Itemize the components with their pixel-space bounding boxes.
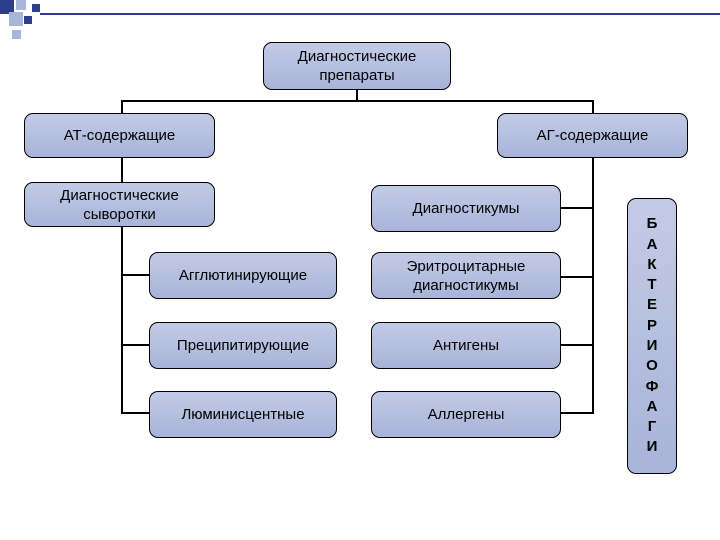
connector-line	[121, 227, 123, 414]
left-item-node: Агглютинирующие	[149, 252, 337, 299]
corner-square	[9, 12, 23, 26]
vertical-letter: Р	[646, 316, 657, 334]
connector-line	[121, 274, 149, 276]
connector-line	[121, 158, 123, 182]
right-item-node: Антигены	[371, 322, 561, 369]
left-item-node: Преципитирующие	[149, 322, 337, 369]
connector-line	[121, 100, 123, 114]
corner-square	[12, 30, 21, 39]
connector-line	[561, 207, 594, 209]
left-branch-node: АТ-содержащие	[24, 113, 215, 158]
vertical-letter: Ф	[645, 377, 659, 395]
corner-square	[0, 0, 14, 14]
vertical-letter: И	[646, 438, 658, 456]
vertical-letter: И	[646, 337, 658, 354]
vertical-letter: Т	[647, 276, 657, 294]
right-item-node: Аллергены	[371, 391, 561, 438]
root-node: Диагностические препараты	[263, 42, 451, 90]
vertical-letter: Г	[647, 418, 657, 436]
corner-square	[24, 16, 32, 24]
vertical-label-box: Б А К Т Е Р И О Ф А Г И	[627, 198, 677, 474]
right-item-node: Диагностикумы	[371, 185, 561, 232]
connector-line	[121, 344, 149, 346]
vertical-letter: Е	[646, 296, 657, 314]
right-branch-node: АГ-содержащие	[497, 113, 688, 158]
vertical-letter: А	[646, 397, 658, 415]
vertical-letter: К	[647, 255, 657, 273]
vertical-letter: Б	[646, 215, 658, 233]
connector-line	[121, 412, 149, 414]
connector-line	[561, 412, 594, 414]
connector-line	[356, 88, 358, 101]
vertical-letter: О	[646, 357, 658, 375]
connector-line	[561, 276, 594, 278]
connector-line	[561, 344, 594, 346]
connector-line	[121, 100, 594, 102]
corner-square	[16, 0, 26, 10]
connector-line	[592, 100, 594, 114]
connector-line	[592, 158, 594, 414]
vertical-letter: А	[646, 235, 658, 253]
header-rule	[40, 13, 720, 15]
corner-square	[32, 4, 40, 12]
right-item-node: Эритроцитарные диагностикумы	[371, 252, 561, 299]
left-item-node: Люминисцентные	[149, 391, 337, 438]
left-group-node: Диагностические сыворотки	[24, 182, 215, 227]
